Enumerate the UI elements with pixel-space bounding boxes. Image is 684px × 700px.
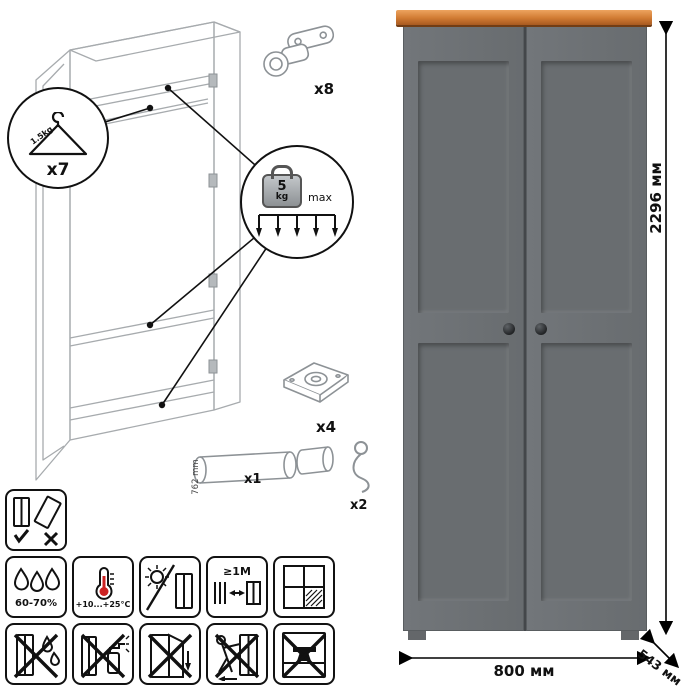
hanger-count-label: x7 — [46, 160, 70, 180]
assembly-orientation-icon — [5, 489, 67, 551]
depth-dimension-label: 543 мм — [634, 646, 684, 689]
humidity-icon: 60-70% — [5, 556, 67, 618]
hinge-icon — [263, 25, 335, 77]
right-door-upper-panel — [541, 61, 632, 313]
wardrobe-body — [403, 25, 647, 631]
rail-count-label: x1 — [244, 472, 262, 487]
hanger-callout: 1.5kg x7 — [7, 87, 109, 189]
humidity-range-label: 60-70% — [14, 597, 57, 609]
hinge-count-label: x8 — [314, 80, 335, 98]
heat-distance-icon: ≥1M — [206, 556, 268, 618]
max-load-label: max — [308, 191, 332, 204]
no-door-load-icon — [139, 623, 201, 685]
leg-count-label: x4 — [316, 418, 337, 436]
temperature-range-label: +10...+25°C — [75, 599, 131, 609]
heat-distance-label: ≥1M — [223, 565, 251, 578]
temperature-icon: +10...+25°C — [72, 556, 134, 618]
no-overload-icon — [273, 623, 335, 685]
right-door-knob — [535, 323, 547, 335]
wardrobe-right-leg — [621, 631, 639, 640]
left-door-upper-panel — [418, 61, 509, 313]
no-aggressive-cleaners-icon — [72, 623, 134, 685]
ventilation-window-icon — [273, 556, 335, 618]
weight-icon: 5 kg — [262, 174, 303, 208]
leg-icon — [283, 362, 349, 403]
rail-tube-icon — [193, 446, 334, 484]
rail-length-label: 762 mm — [190, 459, 201, 495]
wardrobe-right-door — [526, 25, 647, 631]
right-door-lower-panel — [541, 343, 632, 601]
left-door-lower-panel — [418, 343, 509, 601]
weight-unit: kg — [275, 192, 289, 202]
wardrobe-top-trim — [396, 10, 652, 25]
hook-icon — [352, 441, 370, 493]
left-door-knob — [503, 323, 515, 335]
shelf-load-callout: 5 kg max — [240, 145, 354, 259]
no-direct-sunlight-icon — [139, 556, 201, 618]
no-moisture-icon — [5, 623, 67, 685]
hinge-marks — [208, 73, 218, 374]
width-dimension-label: 800 мм — [493, 662, 555, 680]
distributed-load-arrows-icon — [256, 214, 338, 237]
no-dragging-icon — [206, 623, 268, 685]
wardrobe-left-door — [403, 25, 524, 631]
height-dimension-label: 2296 мм — [647, 162, 665, 234]
wardrobe-left-leg — [408, 631, 426, 640]
hook-count-label: x2 — [350, 498, 368, 513]
wardrobe-wireframe-drawing — [35, 21, 241, 481]
